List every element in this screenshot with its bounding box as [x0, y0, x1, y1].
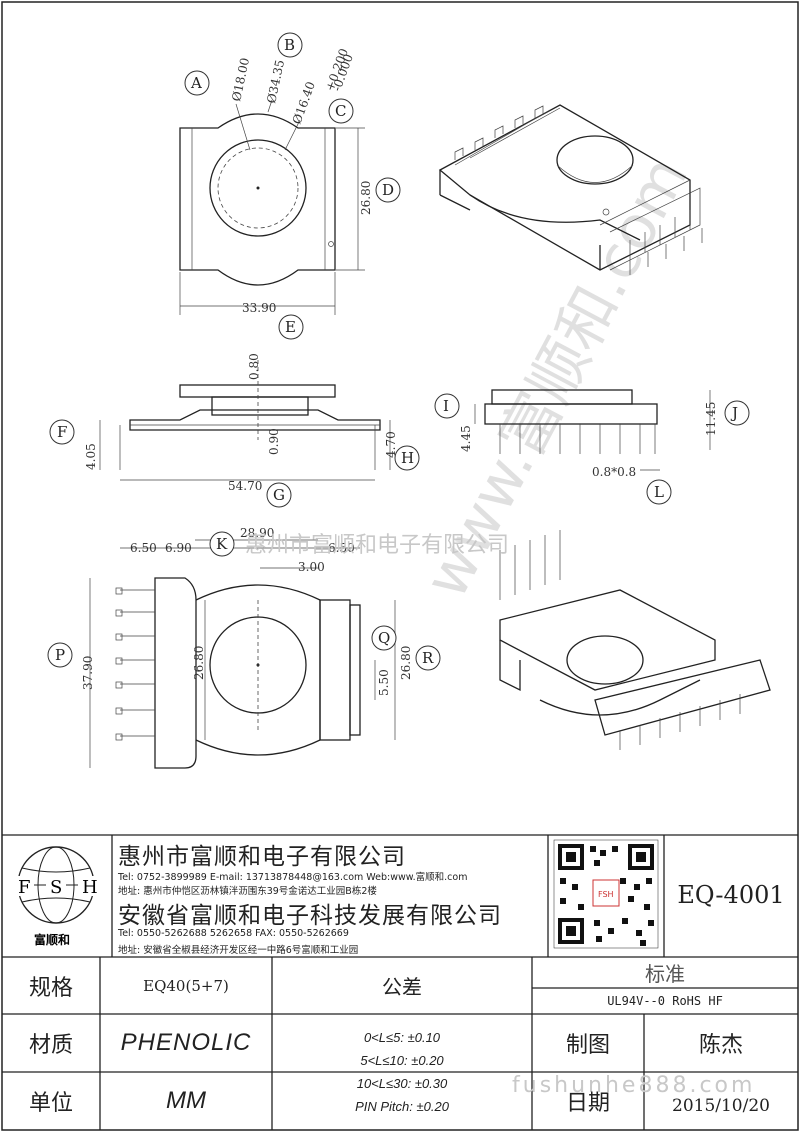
tolerance-row-3: 10<L≤30: ±0.30 [356, 1076, 448, 1091]
material-value: PHENOLIC [120, 1029, 252, 1056]
watermark-company: 惠州市富顺和电子有限公司 [245, 533, 509, 558]
dim-090: 0.90 [267, 428, 281, 455]
callout-l: L [646, 479, 672, 505]
spec-value: EQ40(5+7) [143, 976, 229, 995]
svg-text:K: K [216, 535, 228, 553]
svg-text:R: R [422, 649, 434, 667]
callout-e: E [278, 314, 304, 340]
callout-f: F [49, 419, 75, 445]
title-block-grid [2, 834, 798, 1130]
company2-address: 地址: 安徽省全椒县经济开发区经一中路6号富顺和工业园 [118, 945, 359, 956]
dim-b: Ø34.35 [264, 58, 287, 104]
dim-2680-inner: 26.80 [192, 646, 206, 680]
dim-405: 4.05 [84, 443, 98, 470]
svg-text:J: J [730, 404, 738, 422]
callout-r: R [415, 645, 441, 671]
standard-value: UL94V--0 RoHS HF [607, 994, 723, 1008]
front-view [99, 360, 391, 481]
dim-2680-outer: 26.80 [399, 646, 413, 680]
dim-470: 4.70 [384, 431, 398, 458]
dim-650-a: 6.50 [130, 541, 157, 555]
dim-5470: 54.70 [228, 479, 262, 493]
svg-text:B: B [284, 36, 295, 54]
svg-text:H: H [82, 877, 98, 898]
svg-text:富顺和: 富顺和 [34, 932, 70, 947]
dim-445: 4.45 [459, 425, 473, 452]
dim-690: 6.90 [165, 541, 192, 555]
company2-contact: Tel: 0550-5262688 5262658 FAX: 0550-5262… [118, 928, 349, 939]
iso-view-bottom [499, 530, 771, 750]
date-value: 2015/10/20 [672, 1096, 770, 1116]
tolerance-row-1: 0<L≤5: ±0.10 [363, 1030, 441, 1045]
qr-code: FSH [553, 839, 659, 949]
spec-label: 规格 [28, 975, 73, 1001]
svg-text:C: C [335, 102, 346, 120]
dim-e: 33.90 [242, 301, 276, 315]
unit-value: MM [166, 1087, 206, 1114]
tolerance-table: 0<L≤5: ±0.10 5<L≤10: ±0.20 10<L≤30: ±0.3… [272, 1026, 532, 1118]
dim-pin: 0.8*0.8 [592, 465, 636, 479]
svg-text:G: G [273, 486, 285, 504]
svg-text:H: H [401, 449, 414, 467]
svg-text:D: D [382, 181, 394, 199]
dim-300: 3.00 [298, 560, 325, 574]
svg-text:S: S [50, 877, 62, 898]
callout-q: Q [371, 625, 397, 651]
callout-p: P [47, 642, 73, 668]
callout-d: D [375, 177, 401, 203]
side-view [474, 389, 711, 471]
callout-i: I [434, 393, 460, 419]
tolerance-label: 公差 [382, 975, 422, 999]
dim-2890: 28.90 [240, 526, 274, 540]
callout-k: K [209, 531, 235, 557]
drawn-value: 陈杰 [698, 1033, 743, 1058]
svg-text:I: I [443, 397, 449, 415]
dim-a: Ø18.00 [229, 56, 252, 102]
dim-3790: 37.90 [81, 656, 95, 690]
dim-550: 5.50 [377, 669, 391, 696]
company1-name: 惠州市富顺和电子有限公司 [118, 844, 406, 870]
svg-text:L: L [654, 483, 664, 501]
svg-text:F: F [18, 877, 31, 898]
bottom-view [89, 539, 396, 769]
svg-text:E: E [285, 318, 296, 336]
callout-j: J [724, 400, 750, 426]
iso-view-top [438, 104, 703, 275]
date-label: 日期 [565, 1091, 610, 1116]
top-view [179, 99, 365, 315]
dim-650-b: 6.50 [328, 541, 355, 555]
callout-b: B [277, 32, 303, 58]
callout-g: G [266, 482, 292, 508]
dim-d: 26.80 [359, 181, 373, 215]
svg-text:A: A [190, 74, 202, 92]
fsh-logo: F S H 富顺和 [14, 846, 98, 947]
dim-c: Ø16.40 [290, 80, 318, 126]
svg-text:Q: Q [378, 629, 390, 647]
unit-label: 单位 [28, 1091, 73, 1116]
callout-c: C [328, 98, 354, 124]
company1-contact: Tel: 0752-3899989 E-mail: 13713878448@16… [118, 872, 468, 883]
watermark-site: fushunhe888.com [512, 1073, 755, 1098]
part-number: EQ-4001 [677, 881, 785, 909]
standard-label: 标准 [645, 962, 685, 986]
svg-text:FSH: FSH [598, 890, 614, 899]
company2-name: 安徽省富顺和电子科技发展有限公司 [118, 903, 502, 929]
company1-address: 地址: 惠州市仲恺区沥林镇泮沥围东39号金诺达工业园B栋2楼 [118, 886, 377, 897]
dim-080: 0.80 [247, 353, 261, 380]
callout-h: H [394, 445, 420, 471]
callout-a: A [184, 70, 210, 96]
material-label: 材质 [28, 1033, 73, 1058]
svg-text:F: F [57, 423, 67, 441]
svg-text:P: P [55, 646, 65, 664]
dim-1145: 11.45 [704, 402, 718, 436]
drawn-label: 制图 [565, 1033, 610, 1058]
tolerance-row-4: PIN Pitch: ±0.20 [355, 1099, 449, 1114]
tolerance-row-2: 5<L≤10: ±0.20 [360, 1053, 444, 1068]
